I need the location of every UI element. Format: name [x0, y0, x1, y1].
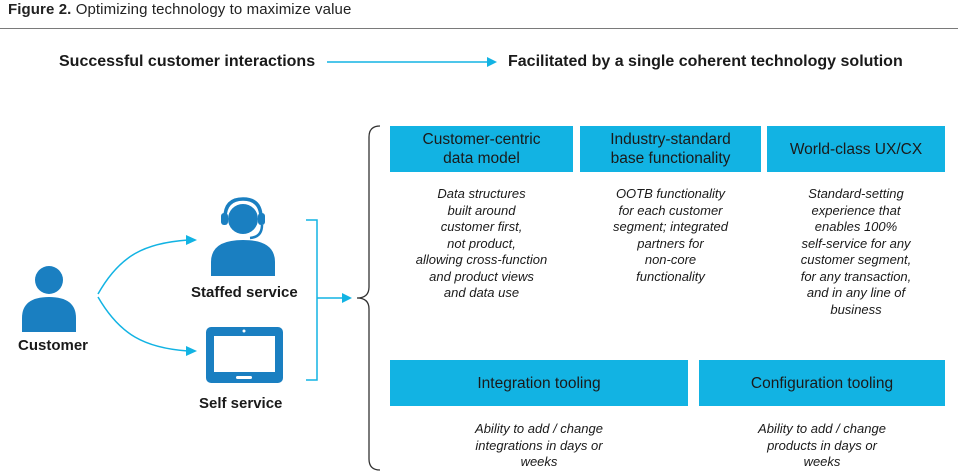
customer-to-self-arrow	[97, 296, 197, 356]
solution-brace	[356, 125, 381, 471]
services-arrowhead	[342, 293, 352, 303]
headset-person-icon	[211, 197, 275, 276]
pillar-description-ux-cx: Standard-setting experience that enables…	[800, 186, 912, 317]
pillar-box-base-functionality: Industry-standard base functionality	[580, 126, 761, 172]
figure-title: Figure 2. Optimizing technology to maxim…	[8, 1, 351, 18]
figure-title-text: Optimizing technology to maximize value	[75, 1, 352, 18]
services-bracket	[306, 219, 342, 381]
pillar-box-data-model: Customer-centric data model	[390, 126, 573, 172]
header-arrow	[327, 57, 497, 67]
pillar-description-base-functionality: OOTB functionality for each customer seg…	[613, 186, 728, 284]
figure-label: Figure 2.	[8, 1, 72, 18]
integration-tooling-box: Integration tooling	[390, 360, 688, 406]
staffed-service-label: Staffed service	[191, 284, 298, 301]
header-left-text: Successful customer interactions	[59, 53, 316, 70]
title-divider	[0, 28, 958, 29]
tablet-icon	[206, 327, 283, 383]
header-right-text: Facilitated by a single coherent technol…	[508, 53, 903, 70]
self-service-label: Self service	[199, 395, 283, 412]
customer-to-staffed-arrow	[97, 235, 197, 295]
integration-tooling-description: Ability to add / change integrations in …	[475, 421, 603, 469]
pillar-box-ux-cx: World-class UX/CX	[767, 126, 945, 172]
configuration-tooling-box: Configuration tooling	[699, 360, 945, 406]
configuration-tooling-description: Ability to add / change products in days…	[758, 421, 886, 469]
customer-icon	[22, 266, 76, 332]
pillar-description-data-model: Data structures built around customer fi…	[415, 186, 548, 300]
customer-label: Customer	[18, 337, 89, 354]
